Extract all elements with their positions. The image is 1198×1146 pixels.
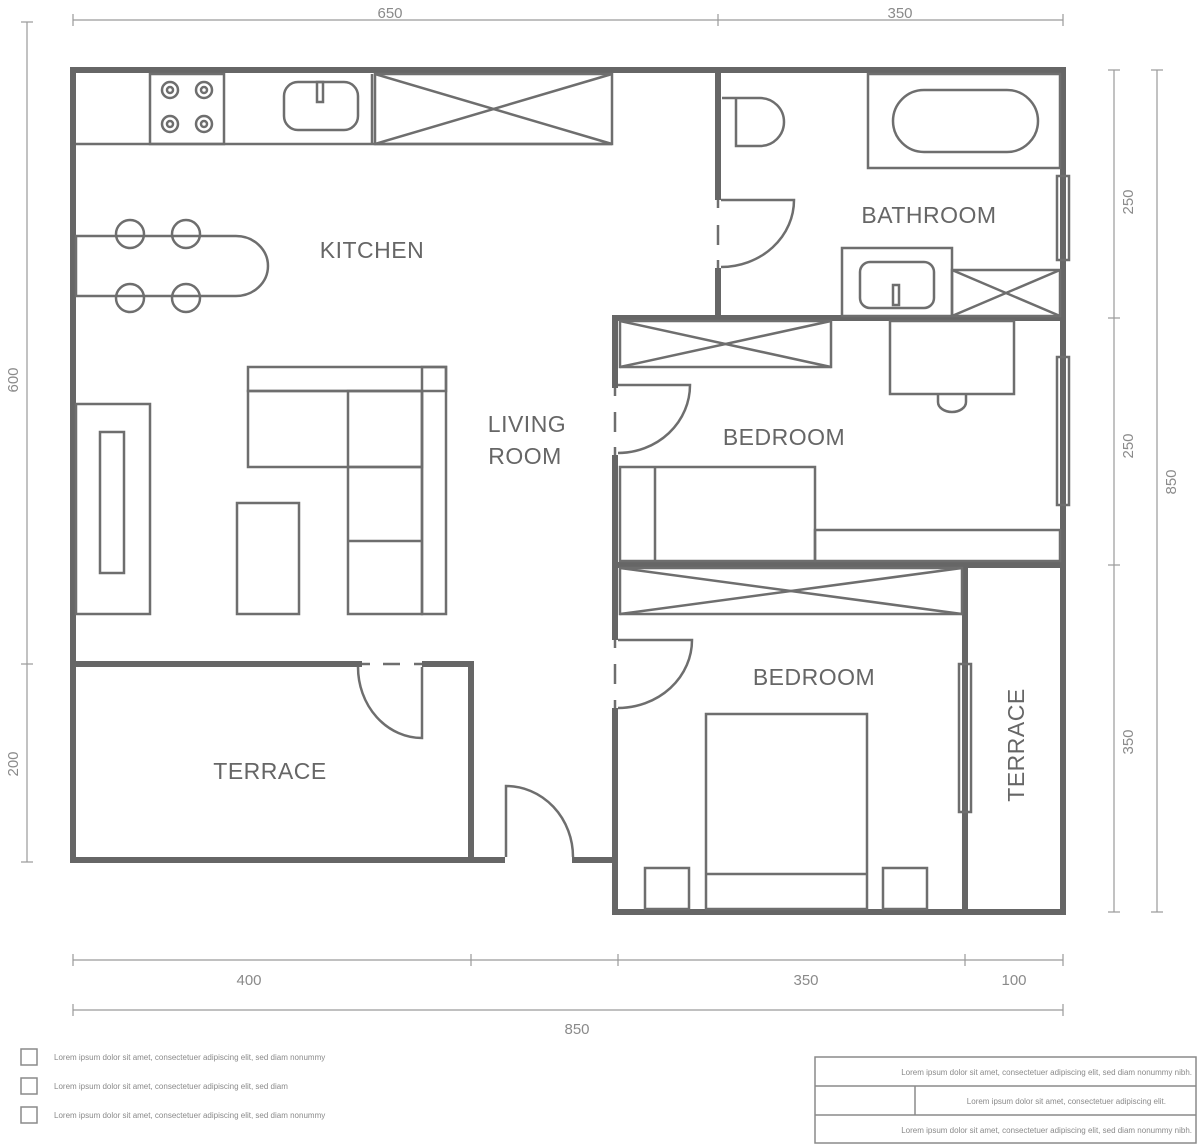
legend-text: Lorem ipsum dolor sit amet, consectetuer… [54, 1111, 325, 1120]
sofa-arm [420, 365, 448, 616]
window [957, 662, 973, 814]
wardrobe [618, 319, 833, 369]
legend-checkbox [20, 1048, 38, 1066]
legend: Lorem ipsum dolor sit amet, consectetuer… [20, 1048, 325, 1124]
wardrobe [618, 566, 964, 616]
legend-text: Lorem ipsum dolor sit amet, consectetuer… [54, 1082, 288, 1091]
room-labels: KITCHEN LIVING ROOM BATHROOM BEDROOM BED… [213, 202, 1029, 802]
bathroom-sink [858, 260, 936, 310]
dim-left-upper: 600 [5, 367, 22, 392]
tv-cabinet [74, 402, 152, 616]
bedroom-lower-door [617, 638, 694, 710]
outer-wall [70, 67, 1066, 915]
dim-top-left: 650 [377, 5, 402, 22]
walls [70, 67, 1066, 915]
dim-right-total: 850 [1163, 469, 1180, 494]
dimension-lines [21, 14, 1163, 1016]
stove [148, 72, 226, 146]
stool [170, 218, 202, 250]
bedroom-lower-fixtures [618, 566, 964, 911]
kitchen-fixtures [74, 72, 614, 314]
bedroom-upper-door [617, 383, 692, 455]
door-marks [362, 200, 720, 708]
bathroom-door [720, 198, 796, 269]
kitchen-sink [282, 80, 360, 132]
entrance-door [504, 784, 575, 858]
dim-bottom-total: 850 [564, 1021, 589, 1038]
room-label-living: LIVING [488, 411, 566, 437]
bathtub-frame [866, 72, 1062, 170]
single-bed [618, 465, 817, 563]
room-label-terrace-right: TERRACE [1003, 688, 1029, 801]
nightstand [643, 866, 691, 911]
bathtub [891, 88, 1040, 154]
room-label-terrace-left: TERRACE [213, 758, 326, 784]
bedroom-upper-fixtures [618, 319, 1062, 563]
room-label-living-2: ROOM [488, 443, 562, 469]
dim-right-2: 250 [1120, 433, 1137, 458]
title-block-row-1: Lorem ipsum dolor sit amet, consectetuer… [901, 1068, 1192, 1077]
window [1055, 355, 1071, 507]
title-block-row-2: Lorem ipsum dolor sit amet, consectetuer… [967, 1097, 1166, 1106]
stool [114, 218, 146, 250]
doors [356, 198, 796, 858]
toilet [722, 96, 786, 148]
chair [936, 394, 968, 414]
stool [114, 282, 146, 314]
stove-burner-icon [160, 80, 214, 134]
dim-bottom-2: 350 [793, 972, 818, 989]
bathroom-cabinet [950, 268, 1062, 318]
door-openings [362, 200, 723, 865]
fridge [373, 72, 614, 146]
dim-right-1: 250 [1120, 189, 1137, 214]
stool [170, 282, 202, 314]
sink-faucet [315, 80, 325, 104]
kitchen-island [74, 234, 270, 298]
title-block-row-3: Lorem ipsum dolor sit amet, consectetuer… [901, 1126, 1192, 1135]
bathroom-fixtures [722, 72, 1062, 318]
title-block: Lorem ipsum dolor sit amet, consectetuer… [814, 1056, 1197, 1144]
bench [813, 528, 1062, 563]
dim-bottom-1: 400 [236, 972, 261, 989]
window [1055, 174, 1071, 262]
dim-bottom-3: 100 [1001, 972, 1026, 989]
dim-left-lower: 200 [5, 751, 22, 776]
legend-checkbox [20, 1077, 38, 1095]
desk [888, 319, 1016, 396]
living-fixtures [74, 365, 448, 616]
nightstand [881, 866, 929, 911]
windows [957, 174, 1071, 814]
legend-text: Lorem ipsum dolor sit amet, consectetuer… [54, 1053, 325, 1062]
coffee-table [235, 501, 301, 616]
room-label-bedroom-lower: BEDROOM [753, 664, 875, 690]
tv [98, 430, 126, 575]
terrace-door [356, 666, 424, 740]
room-label-bathroom: BATHROOM [861, 202, 996, 228]
dimension-labels: 650 350 600 200 250 250 350 850 400 350 … [5, 5, 1180, 1038]
double-bed [704, 712, 869, 911]
room-label-bedroom-upper: BEDROOM [723, 424, 845, 450]
room-label-kitchen: KITCHEN [320, 237, 424, 263]
legend-checkbox [20, 1106, 38, 1124]
sofa-seat [246, 389, 424, 469]
dim-right-3: 350 [1120, 729, 1137, 754]
sofa-chaise [346, 389, 424, 616]
dim-top-right: 350 [887, 5, 912, 22]
sofa-back [246, 365, 448, 393]
